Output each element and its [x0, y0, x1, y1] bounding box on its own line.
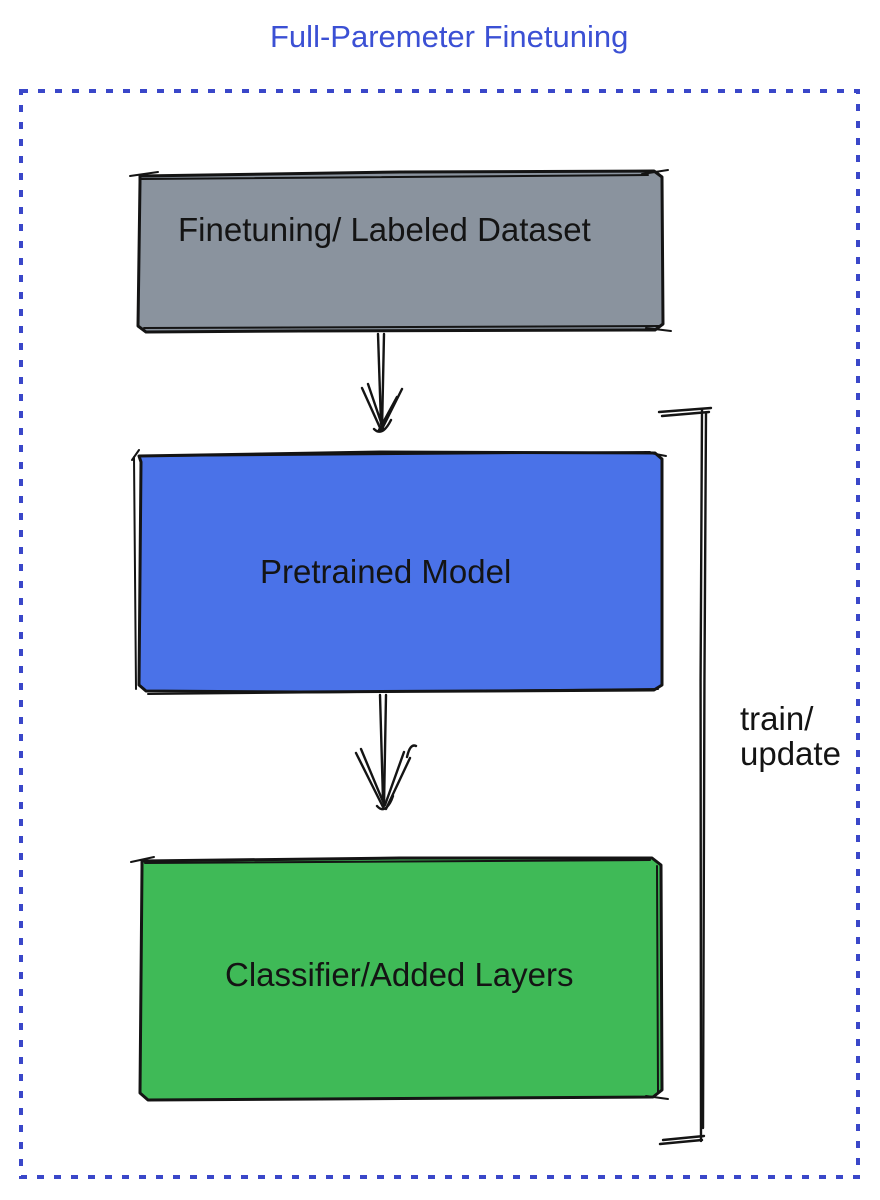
classifier-box-label: Classifier/Added Layers: [225, 956, 574, 993]
arrow-dataset-to-pretrained: [360, 332, 404, 433]
pretrained-box-label: Pretrained Model: [260, 553, 512, 590]
train-update-label: train/ update: [740, 700, 841, 772]
dataset-box-shape: [129, 169, 672, 334]
diagram-title: Full-Paremeter Finetuning: [270, 19, 629, 54]
dataset-box-fill: [136, 169, 665, 334]
pretrained-box-shape: [131, 449, 667, 695]
classifier-box-shape: [130, 856, 669, 1102]
dotted-frame: [19, 89, 860, 1179]
train-update-bracket: [657, 406, 713, 1146]
dataset-box-label: Finetuning/ Labeled Dataset: [178, 211, 591, 248]
arrow-pretrained-to-classifier: [354, 693, 418, 811]
